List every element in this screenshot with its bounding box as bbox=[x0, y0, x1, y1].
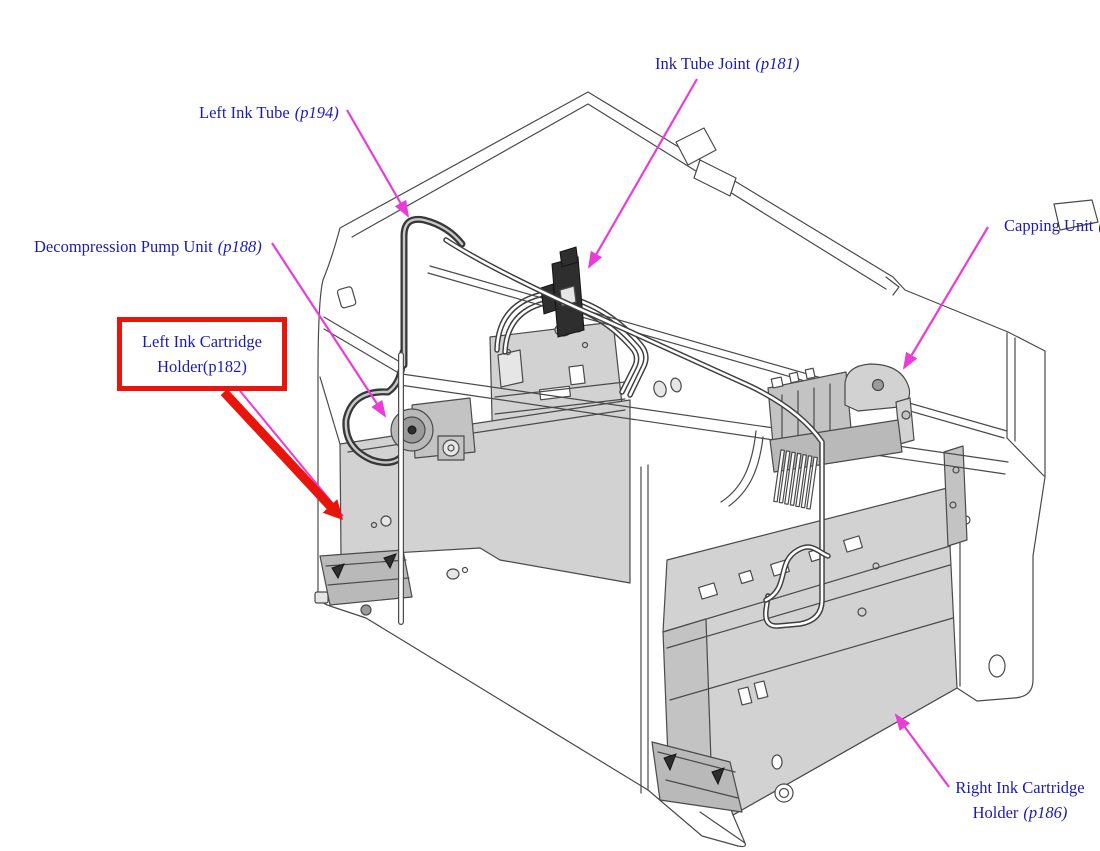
label-capping-unit: Capping Unit( bbox=[1004, 213, 1100, 238]
right-holder-flap bbox=[651, 741, 743, 813]
leader-decompression-pump bbox=[271, 242, 387, 418]
label-text: Decompression Pump Unit bbox=[34, 237, 213, 256]
leader-right-ink-cartridge-holder bbox=[894, 713, 950, 788]
page-ref: (p186) bbox=[1023, 803, 1068, 822]
label-decompression-pump-unit: Decompression Pump Unit(p188) bbox=[34, 234, 262, 259]
wiper-comb bbox=[773, 449, 818, 510]
label-line1: Left Ink Cartridge bbox=[141, 332, 263, 351]
page-ref: (p188) bbox=[217, 237, 262, 256]
page-ref: (p182) bbox=[202, 357, 247, 376]
leader-capping-unit bbox=[902, 226, 989, 370]
label-line1: Right Ink Cartridge bbox=[955, 778, 1085, 797]
left-face-slot bbox=[336, 286, 357, 309]
label-text: Left Ink Tube bbox=[199, 103, 290, 122]
page-ref: ( bbox=[1098, 216, 1100, 235]
label-ink-tube-joint: Ink Tube Joint(p181) bbox=[655, 51, 799, 76]
page-ref: (p181) bbox=[755, 54, 800, 73]
right-ink-cartridge-holder-drawing bbox=[651, 545, 958, 816]
top-cover-tab bbox=[675, 127, 717, 166]
page-ref: (p194) bbox=[294, 103, 339, 122]
label-left-ink-tube: Left Ink Tube(p194) bbox=[199, 100, 339, 125]
leader-left-ink-tube bbox=[346, 109, 409, 218]
capping-unit-drawing bbox=[767, 363, 915, 510]
label-text: Capping Unit bbox=[1004, 216, 1094, 235]
red-highlight-arrow bbox=[220, 388, 343, 520]
callout-arrows bbox=[220, 78, 989, 788]
label-text: Ink Tube Joint bbox=[655, 54, 751, 73]
label-line2: Holder(p186) bbox=[972, 803, 1068, 822]
label-line2: Holder(p182) bbox=[157, 357, 247, 376]
callout-box-left-ink-cartridge-holder: Left Ink Cartridge Holder(p182) bbox=[117, 317, 287, 391]
ink-tubes bbox=[398, 215, 831, 629]
leader-ink-tube-joint bbox=[588, 78, 698, 269]
label-right-ink-cartridge-holder: Right Ink Cartridge Holder(p186) bbox=[935, 775, 1100, 825]
